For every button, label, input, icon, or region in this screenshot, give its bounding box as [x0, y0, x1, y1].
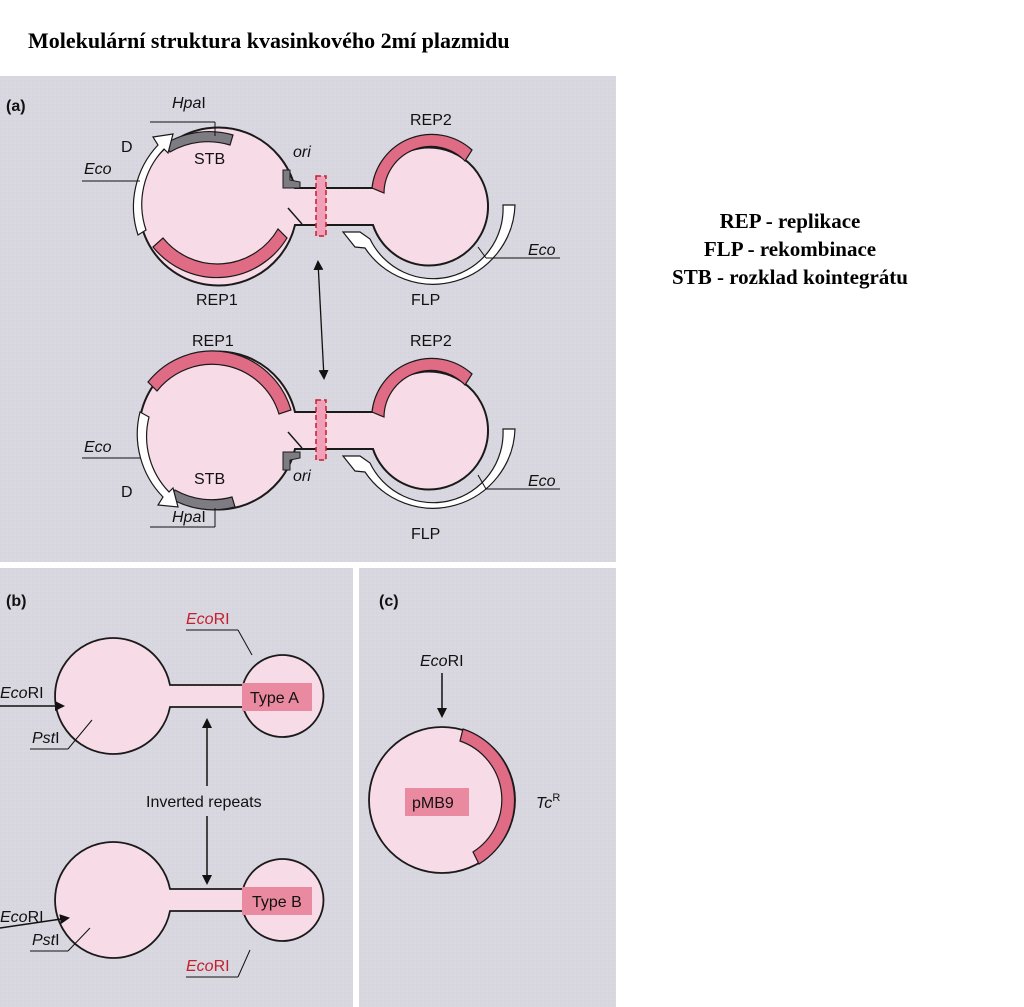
panel-c-label: (c) [379, 593, 399, 610]
ecori-left-label-b: EcoRI [0, 909, 44, 926]
ecori-left-label-a: EcoRI [0, 685, 44, 702]
ecori-label-c: EcoRI [420, 653, 464, 670]
panel-a-label: (a) [6, 98, 26, 115]
ecori-arrow-b [0, 914, 70, 929]
legend-rep: REP - replikace [719, 209, 861, 233]
panel-b-label: (b) [6, 593, 26, 610]
ori-label-bottom: ori [293, 468, 311, 485]
stb-label-bottom: STB [194, 471, 225, 488]
eco-left-label-top: Eco [84, 161, 112, 178]
type-a-molecule [54, 637, 325, 755]
type-b-label: Type B [252, 894, 302, 911]
rep2-label-bottom: REP2 [410, 333, 452, 350]
d-gene-arrow-top [132, 133, 174, 236]
panel-b: (b) Type A EcoRI PstI EcoRI Inverted rep… [0, 568, 353, 1007]
rep1-gene-bottom [147, 350, 292, 415]
rep2-gene-bottom [371, 357, 473, 418]
rep2-gene-top [371, 133, 473, 194]
hpa-label-bottom: HpaI [172, 509, 206, 526]
eco-right-label-top: Eco [528, 242, 556, 259]
panel-a: (a) Hp [0, 76, 616, 562]
flp-gene-arrow-bottom [341, 428, 516, 509]
psti-label-a: PstI [32, 730, 60, 747]
eco-right-label-bottom: Eco [528, 473, 556, 490]
recombination-site-top [315, 175, 327, 237]
hpa-label-top: HpaI [172, 95, 206, 112]
psti-label-b: PstI [32, 932, 60, 949]
ori-label-top: ori [293, 144, 311, 161]
ori-block-top [282, 169, 301, 189]
plasmid-bottom: REP1 REP2 Eco STB ori Eco D HpaI FLP [82, 333, 560, 543]
stb-label-top: STB [194, 151, 225, 168]
legend-stb: STB - rozklad kointegrátu [672, 265, 908, 289]
pmb9-label: pMB9 [412, 795, 454, 812]
rep1-gene-top [152, 228, 288, 279]
d-gene-arrow-bottom [136, 411, 179, 508]
type-b-molecule [54, 841, 325, 959]
flp-label-bottom: FLP [411, 526, 440, 543]
gene-legend: REP - replikace FLP - rekombinace STB - … [630, 207, 950, 291]
pmb9-box [405, 788, 469, 816]
panel-c: (c) EcoRI pMB9 TcR [359, 568, 616, 1007]
stb-gene-bottom [169, 489, 236, 511]
type-b-box [242, 887, 312, 915]
legend-flp: FLP - rekombinace [703, 237, 877, 261]
type-a-label: Type A [250, 690, 299, 707]
type-a-box [242, 683, 312, 711]
eco-left-label-bottom: Eco [84, 439, 112, 456]
flp-gene-arrow-top [341, 204, 516, 285]
rep1-label-top: REP1 [196, 292, 238, 309]
rep2-label-top: REP2 [410, 112, 452, 129]
d-label-top: D [121, 139, 133, 156]
ori-block-bottom [282, 451, 301, 471]
ecori-top-label: EcoRI [186, 611, 230, 628]
bridge-barb-top [287, 207, 303, 225]
recombination-site-bottom [315, 399, 327, 461]
plasmid-top: HpaI D Eco STB ori REP2 Eco REP1 FLP [82, 95, 560, 309]
ecori-bottom-label: EcoRI [186, 958, 230, 975]
tcr-gene [459, 728, 516, 865]
interconversion-arrow [313, 260, 329, 380]
bridge-barb-bottom [287, 431, 303, 449]
d-label-bottom: D [121, 484, 133, 501]
stb-gene-top [164, 131, 234, 153]
panel-a-background [0, 76, 616, 562]
tcr-label: TcR [536, 792, 560, 812]
page-title: Molekulární struktura kvasinkového 2mí p… [28, 28, 510, 53]
inverted-repeats-label: Inverted repeats [146, 794, 262, 811]
flp-label-top: FLP [411, 292, 440, 309]
rep1-label-bottom: REP1 [192, 333, 234, 350]
